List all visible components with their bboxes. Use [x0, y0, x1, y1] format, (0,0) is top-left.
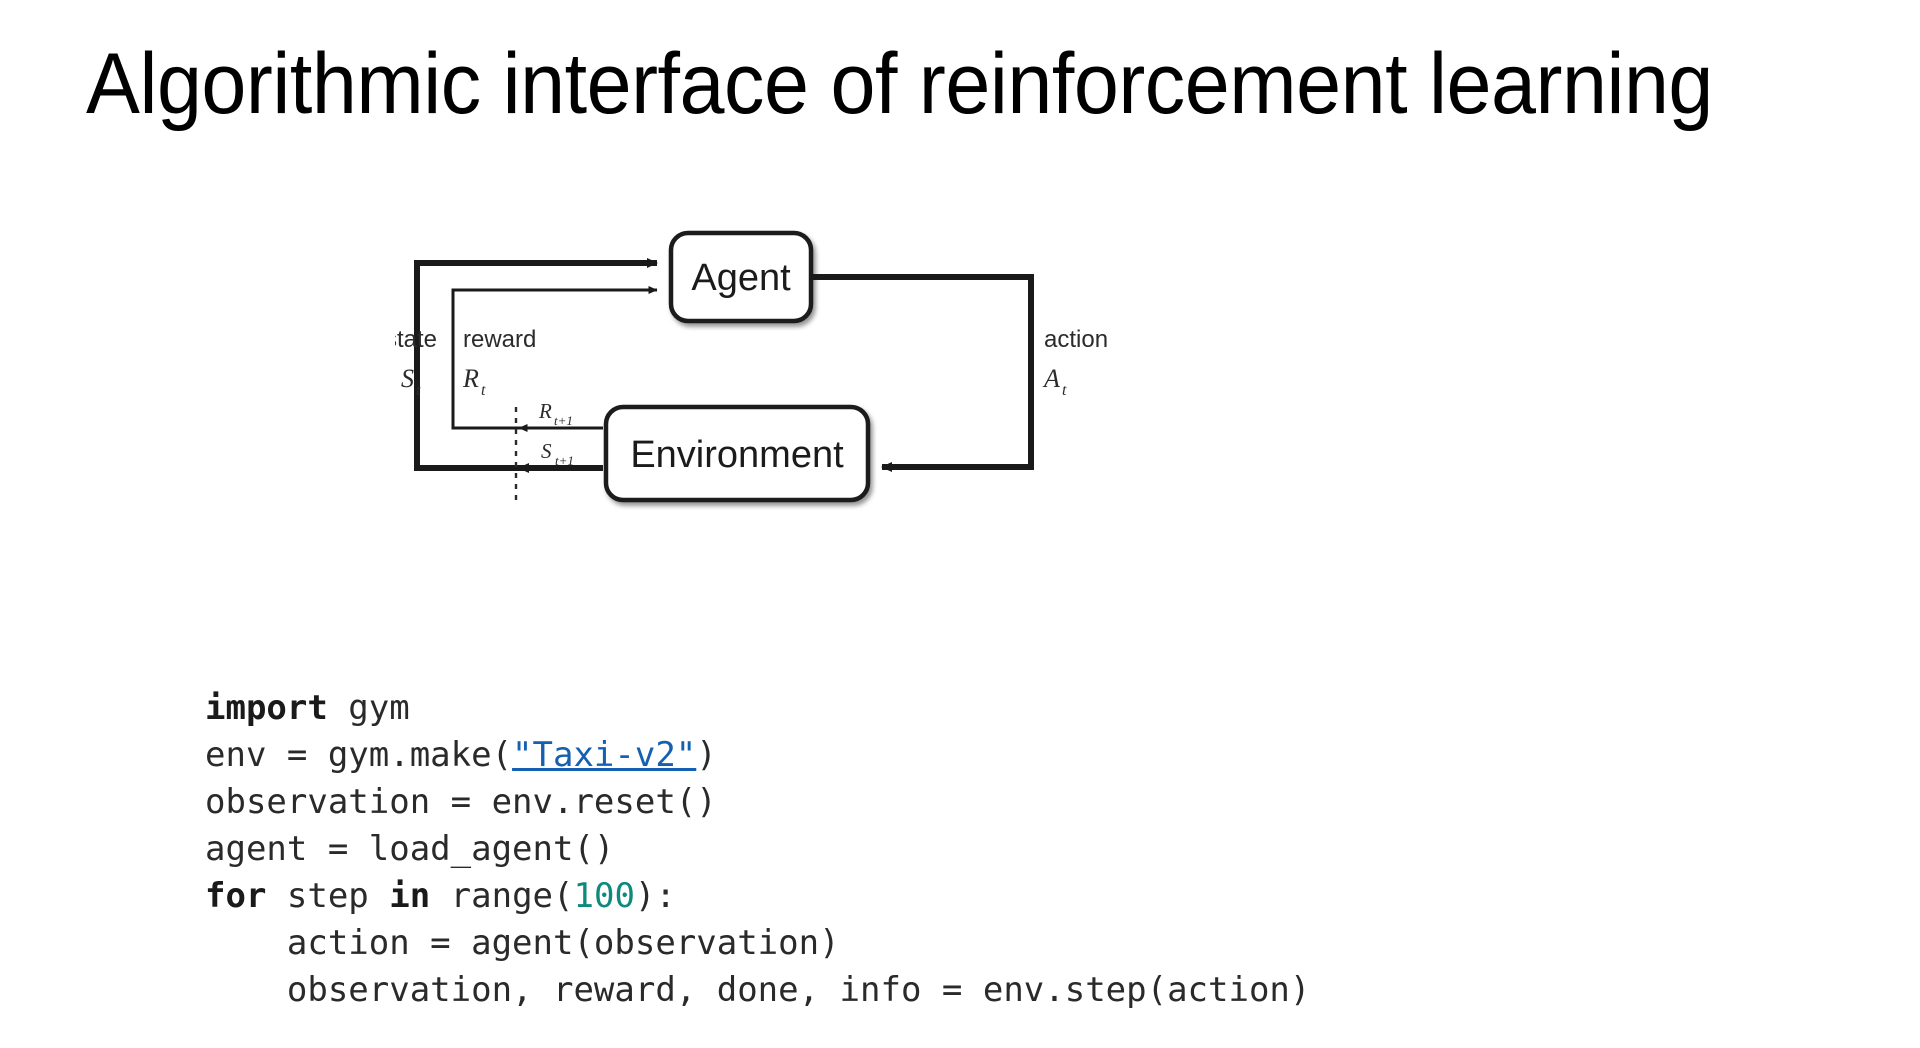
code-token: 100	[573, 876, 635, 916]
code-token: )	[696, 735, 717, 775]
action-loop-arrow	[809, 274, 1034, 472]
code-token: range(	[430, 876, 574, 916]
code-token: action = agent(observation)	[205, 923, 840, 963]
code-token: step	[266, 876, 390, 916]
reward-label-word: reward	[463, 326, 536, 353]
reward-label-symbol: R	[462, 364, 479, 393]
state-label-word: state	[395, 326, 437, 353]
page-title: Algorithmic interface of reinforcement l…	[86, 36, 1713, 132]
rl-loop-svg: Agent Environment state S t reward R t a…	[395, 230, 1108, 503]
code-token: env = gym.make(	[205, 735, 513, 775]
action-label-subscript: t	[1062, 382, 1067, 399]
code-line: agent = load_agent()	[205, 826, 1310, 873]
state-label-symbol: S	[401, 364, 414, 393]
next-state-subscript: t+1	[555, 453, 574, 468]
reward-label-subscript: t	[481, 382, 486, 399]
code-line: env = gym.make("Taxi-v2")	[205, 732, 1310, 779]
action-label-word: action	[1044, 326, 1108, 353]
code-token: observation, reward, done, info = env.st…	[205, 970, 1311, 1010]
code-line: for step in range(100):	[205, 873, 1310, 920]
code-token: ):	[634, 876, 676, 916]
code-token: import	[205, 688, 328, 728]
environment-box-label: Environment	[630, 434, 844, 476]
next-reward-subscript: t+1	[554, 413, 573, 428]
next-state-symbol: S	[541, 439, 552, 463]
code-line: action = agent(observation)	[205, 920, 1310, 967]
environment-box-rect	[603, 404, 871, 503]
action-label-symbol: A	[1042, 364, 1060, 393]
code-link[interactable]: "Taxi-v2"	[512, 735, 697, 775]
code-token: for	[205, 876, 267, 916]
rl-loop-diagram: Agent Environment state S t reward R t a…	[395, 215, 1195, 525]
state-label-subscript: t	[416, 382, 421, 399]
code-line: import gym	[205, 685, 1310, 732]
code-token: agent = load_agent()	[205, 829, 615, 869]
agent-box-label: Agent	[691, 257, 791, 299]
agent-box: Agent	[668, 230, 814, 324]
code-token: gym	[327, 688, 410, 728]
code-line: observation = env.reset()	[205, 779, 1310, 826]
code-token: observation = env.reset()	[205, 782, 717, 822]
next-reward-symbol: R	[538, 399, 552, 423]
environment-box: Environment	[603, 404, 871, 503]
code-line: observation, reward, done, info = env.st…	[205, 967, 1311, 1014]
code-token: in	[389, 876, 431, 916]
